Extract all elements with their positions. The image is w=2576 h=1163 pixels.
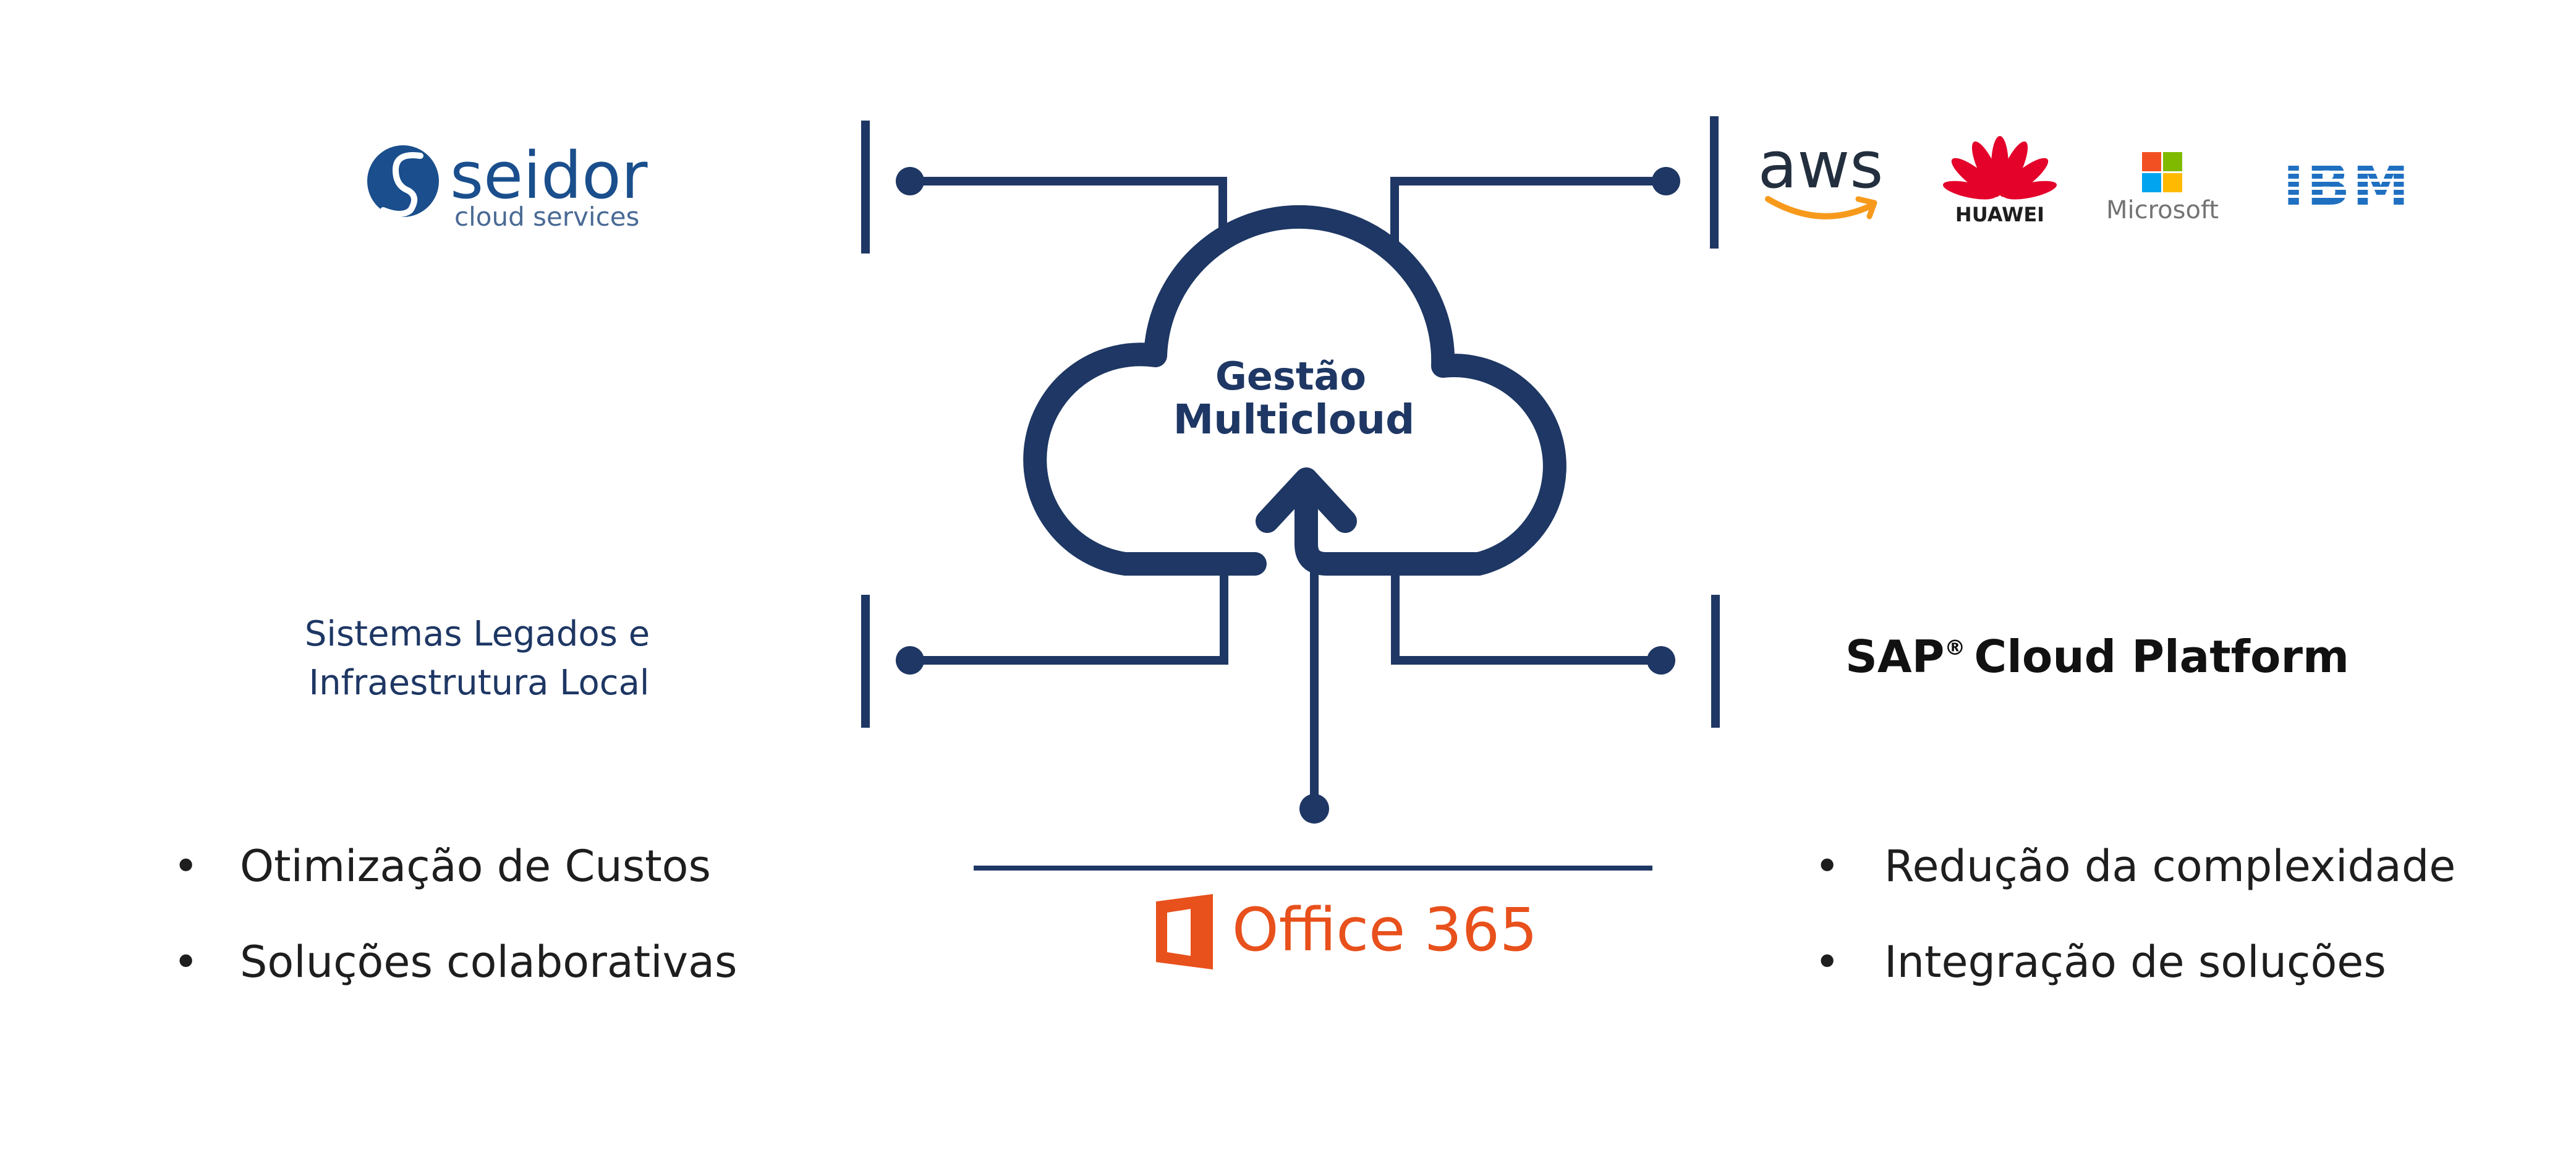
office-icon bbox=[1156, 894, 1213, 969]
benefits-right-list: • Redução da complexidade • Integração d… bbox=[1814, 841, 2455, 987]
legacy-line1: Sistemas Legados e bbox=[305, 614, 650, 654]
microsoft-squares-icon bbox=[2142, 152, 2182, 192]
benefit-left-1: Otimização de Custos bbox=[240, 841, 711, 892]
ibm-logo: IBM bbox=[2281, 152, 2414, 218]
microsoft-logo: Microsoft bbox=[2106, 152, 2219, 224]
connector-top-left bbox=[910, 177, 1227, 241]
connector-lines bbox=[861, 116, 1720, 809]
sap-product: Cloud Platform bbox=[1974, 631, 2349, 683]
huawei-wordmark: HUAWEI bbox=[1955, 203, 2044, 226]
connector-bottom-left bbox=[910, 569, 1228, 665]
benefit-right-bullet-1: • bbox=[1814, 841, 1840, 892]
huawei-flower-icon bbox=[1942, 136, 2057, 200]
cloud-icon: Gestão Multicloud bbox=[1023, 205, 1566, 576]
connector-bottom-right bbox=[1391, 569, 1661, 665]
legacy-line2: Infraestrutura Local bbox=[309, 663, 650, 703]
benefit-right-bullet-2: • bbox=[1814, 937, 1840, 987]
connector-dots bbox=[896, 167, 1680, 824]
benefit-right-1: Redução da complexidade bbox=[1884, 841, 2455, 892]
dot-bottom-right bbox=[1647, 646, 1675, 675]
seidor-emblem-icon bbox=[367, 145, 439, 217]
ibm-stripes-icon bbox=[2281, 163, 2414, 198]
benefit-right-2: Integração de soluções bbox=[1884, 937, 2386, 987]
sap-logo: SAP® Cloud Platform bbox=[1845, 631, 2349, 683]
sap-brand: SAP bbox=[1845, 631, 1944, 683]
seidor-tagline: cloud services bbox=[454, 202, 639, 232]
aws-smile-icon bbox=[1765, 196, 1875, 219]
sap-registered-mark: ® bbox=[1944, 636, 1965, 660]
aws-logo: aws bbox=[1758, 127, 1884, 219]
dot-bottom-left bbox=[896, 646, 924, 675]
seidor-wordmark: seidor bbox=[450, 138, 648, 213]
ibm-wordmark: IBM bbox=[2283, 152, 2412, 218]
connector-top-right bbox=[1390, 177, 1666, 250]
microsoft-wordmark: Microsoft bbox=[2106, 196, 2219, 224]
benefit-left-bullet-2: • bbox=[173, 937, 198, 987]
dot-office bbox=[1299, 794, 1329, 824]
benefits-left-list: • Otimização de Custos • Soluções colabo… bbox=[173, 841, 737, 987]
seidor-logo: seidor cloud services bbox=[367, 138, 648, 232]
office365-logo: Office 365 bbox=[1156, 894, 1537, 969]
aws-arrow-icon bbox=[1855, 196, 1877, 219]
cloud-outline bbox=[1023, 205, 1566, 576]
center-title-line2: Multicloud bbox=[1173, 396, 1415, 443]
office-wordmark: Office 365 bbox=[1232, 895, 1537, 965]
seidor-swoosh-icon bbox=[380, 152, 423, 217]
huawei-logo: HUAWEI bbox=[1942, 136, 2057, 226]
dot-top-right bbox=[1652, 167, 1680, 195]
benefit-left-2: Soluções colaborativas bbox=[240, 937, 737, 987]
benefit-left-bullet-1: • bbox=[173, 841, 198, 892]
upload-arrow-icon bbox=[1256, 467, 1357, 576]
center-title-line1: Gestão bbox=[1215, 354, 1366, 399]
aws-wordmark: aws bbox=[1758, 127, 1884, 203]
dot-top-left bbox=[896, 167, 924, 195]
